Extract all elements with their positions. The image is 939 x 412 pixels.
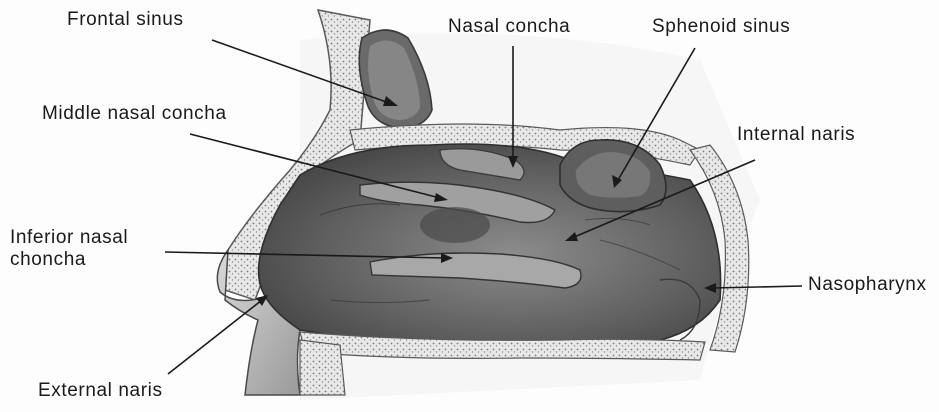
middle-meatus-shadow xyxy=(420,207,490,243)
label-external-naris: External naris xyxy=(38,380,163,402)
upper-lip-maxilla xyxy=(300,340,345,395)
label-sphenoid-sinus: Sphenoid sinus xyxy=(652,16,790,38)
label-internal-naris: Internal naris xyxy=(737,124,855,146)
label-inferior-nasal-choncha-line2: choncha xyxy=(10,249,128,271)
label-inferior-nasal-choncha: Inferior nasal choncha xyxy=(10,227,128,271)
label-nasal-concha: Nasal concha xyxy=(448,16,570,38)
leader-external-naris xyxy=(168,300,262,374)
label-middle-nasal-concha: Middle nasal concha xyxy=(42,103,227,125)
label-nasopharynx: Nasopharynx xyxy=(808,274,927,296)
label-frontal-sinus: Frontal sinus xyxy=(67,9,184,31)
label-inferior-nasal-choncha-line1: Inferior nasal xyxy=(10,227,128,249)
